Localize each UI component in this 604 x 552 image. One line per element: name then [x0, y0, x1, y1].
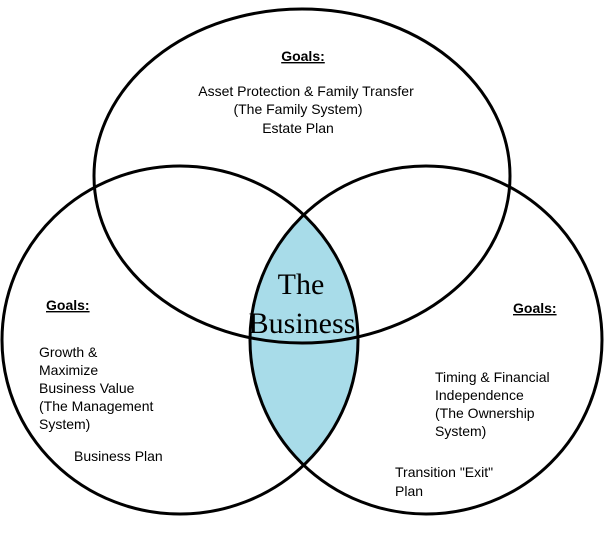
- right-plan-line: Transition "Exit": [395, 464, 493, 480]
- family-system-circle: [92, 7, 512, 345]
- right-goal-line: Independence: [435, 387, 524, 403]
- left-goal-line: System): [39, 416, 90, 432]
- left-goal-line: Maximize: [39, 362, 98, 378]
- left-goal-line: Growth &: [39, 344, 98, 360]
- right-goal-line: Timing & Financial: [435, 369, 550, 385]
- top-goal-line: Estate Plan: [262, 120, 334, 136]
- top-goal-line: Asset Protection & Family Transfer: [198, 83, 414, 99]
- right-goals-heading: Goals:: [513, 300, 557, 316]
- ownership-system-circle: [248, 164, 604, 516]
- left-plan-label: Business Plan: [74, 448, 163, 464]
- right-goal-line: (The Ownership: [435, 405, 535, 421]
- right-goal-line: System): [435, 423, 486, 439]
- left-goals-heading: Goals:: [46, 297, 90, 313]
- center-title-line: The: [278, 268, 325, 301]
- management-system-circle: [0, 164, 360, 516]
- left-goal-line: Business Value: [39, 380, 135, 396]
- right-plan-line: Plan: [395, 483, 423, 499]
- top-goal-line: (The Family System): [233, 101, 362, 117]
- top-goals-heading: Goals:: [281, 48, 325, 64]
- center-business-region: [250, 166, 358, 514]
- left-goal-line: (The Management: [39, 398, 154, 414]
- center-title-line: Business: [249, 307, 356, 340]
